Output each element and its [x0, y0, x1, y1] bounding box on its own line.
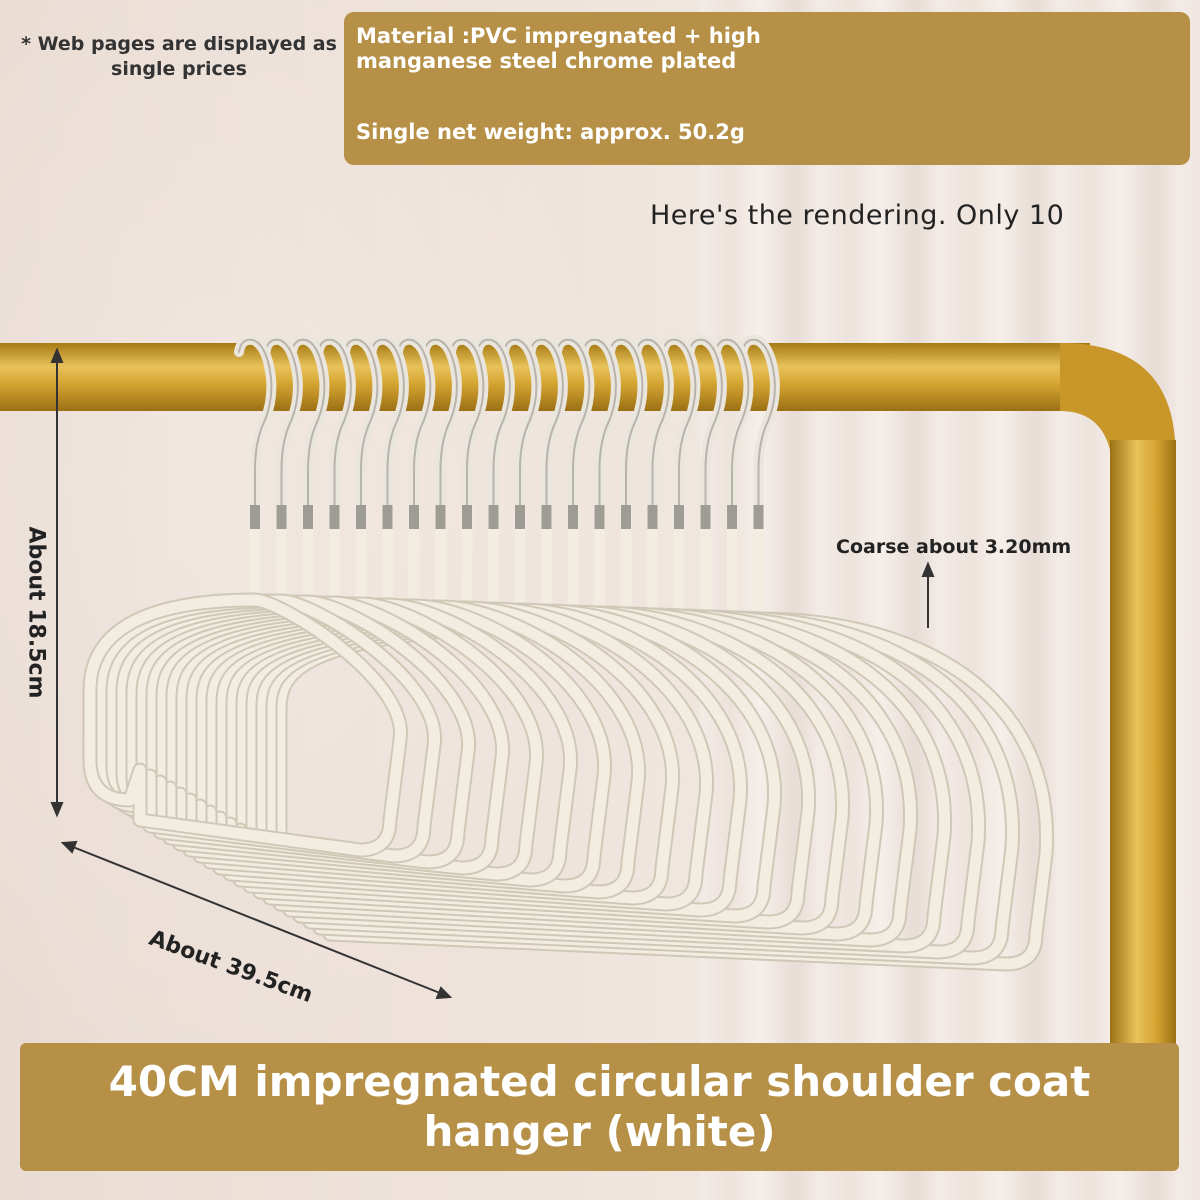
title-bar: 40CM impregnated circular shoulder coat …: [20, 1043, 1179, 1171]
hanger: [82, 334, 408, 858]
product-title: 40CM impregnated circular shoulder coat …: [108, 1057, 1091, 1157]
width-arrow: [67, 844, 446, 996]
height-label: About 18.5cm: [23, 526, 49, 699]
price-note: * Web pages are displayed as single pric…: [21, 33, 337, 80]
dimension-arrows: [50, 347, 935, 1000]
spec-weight: Single net weight: approx. 50.2g: [356, 120, 745, 144]
spec-box: Material :PVC impregnated + high mangane…: [344, 12, 1190, 165]
rack-vertical-bar: [1110, 440, 1176, 1050]
thickness-label: Coarse about 3.20mm: [836, 536, 1072, 558]
rack-horizontal-bar: [0, 343, 1090, 411]
rendering-note: Here's the rendering. Only 10: [650, 200, 1065, 231]
hanger: [92, 334, 442, 864]
rack-corner: [1060, 343, 1175, 460]
spec-material: Material :PVC impregnated + high mangane…: [356, 24, 761, 74]
